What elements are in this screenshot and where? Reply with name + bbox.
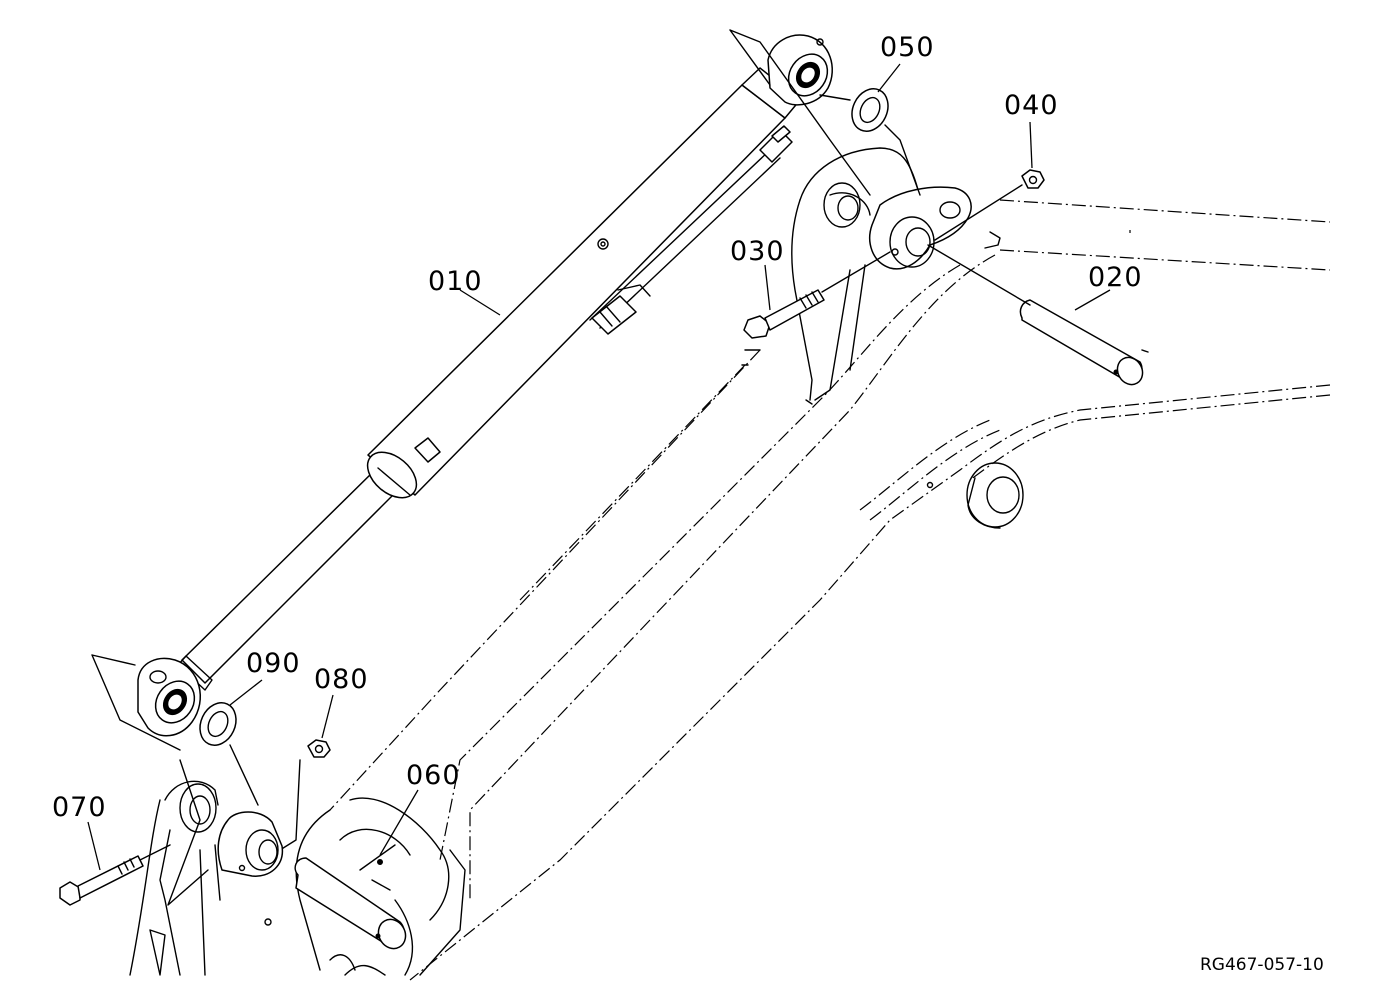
pin-020 xyxy=(927,244,1149,386)
part-labels: 010 020 030 040 050 060 070 080 090 xyxy=(52,32,1143,823)
shim-090 xyxy=(91,654,259,906)
nut-040 xyxy=(934,169,1045,241)
label-080: 080 xyxy=(314,664,369,695)
hydraulic-cylinder-010 xyxy=(137,34,833,737)
cylinder-top-eye xyxy=(767,34,833,106)
label-010: 010 xyxy=(428,266,483,297)
nut-080 xyxy=(279,739,331,851)
leader-lines xyxy=(87,63,1111,871)
bolt-030 xyxy=(743,251,891,339)
label-030: 030 xyxy=(730,236,785,267)
label-070: 070 xyxy=(52,792,107,823)
bolt-070 xyxy=(59,844,171,906)
pin-060 xyxy=(294,857,407,950)
lower-boss xyxy=(217,811,284,877)
boom-structure xyxy=(129,147,1331,981)
label-060: 060 xyxy=(406,760,461,791)
label-040: 040 xyxy=(1004,90,1059,121)
label-090: 090 xyxy=(246,648,301,679)
reference-code: RG467-057-10 xyxy=(1200,955,1324,975)
cylinder-rod-eye xyxy=(137,657,201,737)
label-020: 020 xyxy=(1088,262,1143,293)
label-050: 050 xyxy=(880,32,935,63)
shim-050 xyxy=(729,29,921,196)
